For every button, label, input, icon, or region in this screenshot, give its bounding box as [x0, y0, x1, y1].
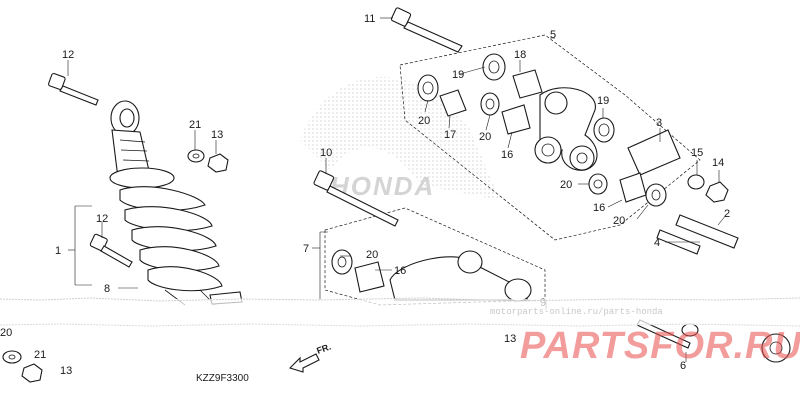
callout-20-lower-right: 20: [613, 215, 625, 227]
callout-20-mid: 20: [479, 131, 491, 143]
callout-20-bottom-left: 20: [0, 327, 12, 339]
callout-13-top: 13: [211, 129, 223, 141]
callout-21-top: 21: [189, 119, 201, 131]
callout-20-left: 20: [418, 115, 430, 127]
callout-7: 7: [303, 243, 309, 255]
shock-linkage-arm: [331, 249, 532, 302]
nut-13-top: [207, 153, 229, 173]
diagram-code: KZZ9F3300: [196, 373, 249, 384]
callout-5: 5: [550, 29, 556, 41]
watermark-brand: PARTSFOR.RU: [520, 325, 800, 367]
callout-11: 11: [364, 13, 375, 25]
callout-14: 14: [712, 157, 724, 169]
callout-16-link: 16: [394, 265, 406, 277]
bolt-10: [313, 170, 399, 227]
callout-15: 15: [691, 147, 703, 159]
callout-10: 10: [320, 147, 332, 159]
callout-16-upper: 16: [501, 149, 513, 161]
scan-cut-band: [0, 297, 800, 327]
leader-lines: [67, 17, 727, 362]
callout-20-right: 20: [560, 179, 572, 191]
front-direction-arrow: FR.: [288, 342, 332, 373]
callout-1: 1: [55, 245, 61, 257]
pivot-assembly-outline: [399, 34, 701, 241]
callout-16-right: 16: [593, 202, 605, 214]
nut-13-bottom: [21, 363, 43, 383]
callout-8: 8: [104, 283, 110, 295]
callout-12-lower: 12: [96, 213, 108, 225]
front-direction-label: FR.: [315, 342, 332, 356]
washer-21-bottom: [2, 350, 22, 364]
washer-21-top: [187, 149, 205, 163]
callout-21-bottom: 21: [34, 349, 46, 361]
callout-18: 18: [514, 49, 526, 61]
bolt-12-top: [48, 72, 99, 106]
callout-2: 2: [724, 208, 730, 220]
callout-labels: 5 11 12 21 13 18 19 20 17 20 16 19 3 15 …: [0, 13, 730, 377]
cylinder-lower-right: [761, 333, 791, 363]
callout-13-bottom: 13: [60, 365, 72, 377]
watermark-url: motorparts-online.ru/parts-honda: [490, 307, 663, 317]
callout-19-right: 19: [597, 95, 609, 107]
pivot-parts: [417, 53, 739, 255]
callout-3: 3: [656, 117, 662, 129]
callout-13-mid: 13: [504, 333, 516, 345]
site-watermark: motorparts-online.ru/parts-honda PARTSFO…: [490, 307, 800, 367]
callout-12-top: 12: [62, 49, 74, 61]
callout-6: 6: [680, 360, 686, 372]
callout-17: 17: [444, 129, 456, 141]
callout-20-link: 20: [366, 249, 378, 261]
bolt-12-lower: [89, 233, 133, 268]
callout-19-left: 19: [452, 69, 464, 81]
callout-4: 4: [654, 237, 660, 249]
bolt-11: [390, 7, 463, 53]
